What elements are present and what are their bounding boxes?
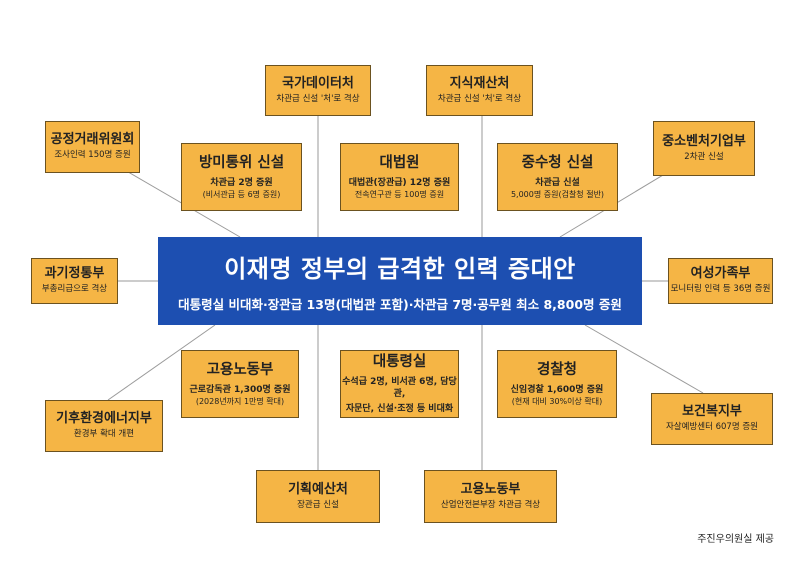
box-detail-2: 전속연구관 등 100명 증원 — [354, 189, 445, 199]
box-detail: 부총리급으로 격상 — [41, 284, 108, 295]
box-detail: 조사인력 150명 증원 — [54, 150, 131, 161]
box-detail: 대법관(장관급) 12명 증원 — [348, 177, 451, 188]
box-title: 보건복지부 — [682, 404, 742, 420]
box-detail: 자살예방센터 607명 증원 — [665, 422, 758, 433]
box-national-data: 국가데이터처 차관급 신설 '처'로 격상 — [265, 65, 371, 116]
box-title: 방미통위 신설 — [198, 154, 285, 171]
box-labor-inspectors: 고용노동부 근로감독관 1,300명 증원 (2028년까지 1만명 확대) — [181, 350, 299, 418]
box-title: 고용노동부 — [206, 361, 274, 378]
box-detail: 신임경찰 1,600명 증원 — [510, 384, 604, 395]
connector-line — [107, 324, 216, 401]
box-detail: 2차관 신설 — [684, 151, 724, 162]
box-detail-2: (2028년까지 1만명 확대) — [195, 396, 285, 406]
connector-line — [584, 324, 704, 394]
box-title: 과기정통부 — [44, 266, 105, 282]
box-welfare-ministry: 보건복지부 자살예방센터 607명 증원 — [651, 393, 773, 445]
box-detail-2: 자문단, 신설·조정 등 비대화 — [345, 403, 454, 414]
box-science-ministry: 과기정통부 부총리급으로 격상 — [31, 258, 118, 304]
headline-subtitle: 대통령실 비대화·장관급 13명(대법관 포함)·차관급 7명·공무원 최소 8… — [178, 297, 622, 312]
box-detail: 모니터링 인력 등 36명 증원 — [670, 284, 771, 295]
box-presidential-office: 대통령실 수석급 2명, 비서관 6명, 담당관, 자문단, 신설·조정 등 비… — [340, 350, 459, 418]
box-title: 중소벤처기업부 — [662, 133, 746, 149]
box-title: 기후환경에너지부 — [56, 411, 152, 427]
box-detail: 차관급 신설 '처'로 격상 — [437, 93, 522, 104]
source-credit: 주진우의원실 제공 — [697, 534, 774, 545]
box-title: 지식재산처 — [449, 75, 510, 91]
box-title: 기획예산처 — [288, 481, 348, 497]
box-detail-2: (비서관급 등 6명 증원) — [202, 189, 281, 199]
box-title: 여성가족부 — [690, 266, 751, 282]
box-detail: 환경부 확대 개편 — [73, 429, 135, 440]
box-detail: 장관급 신설 — [297, 499, 339, 510]
box-ip-office: 지식재산처 차관급 신설 '처'로 격상 — [426, 65, 533, 116]
box-sme-ministry: 중소벤처기업부 2차관 신설 — [653, 121, 755, 176]
box-ftc: 공정거래위원회 조사인력 150명 증원 — [45, 121, 140, 173]
box-title: 경찰청 — [536, 361, 578, 378]
box-detail: 산업안전본부장 차관급 격상 — [440, 499, 541, 510]
box-detail-2: (현재 대비 30%이상 확대) — [511, 396, 603, 406]
box-title: 고용노동부 — [460, 481, 521, 497]
box-title: 공정거래위원회 — [50, 132, 135, 148]
headline-title: 이재명 정부의 급격한 인력 증대안 — [224, 255, 576, 283]
box-detail: 차관급 2명 증원 — [210, 177, 273, 188]
center-headline-box: 이재명 정부의 급격한 인력 증대안 대통령실 비대화·장관급 13명(대법관 … — [158, 237, 642, 325]
box-supreme-court: 대법원 대법관(장관급) 12명 증원 전속연구관 등 100명 증원 — [340, 143, 459, 211]
box-budget-office: 기획예산처 장관급 신설 — [256, 470, 380, 523]
box-gender-ministry: 여성가족부 모니터링 인력 등 36명 증원 — [668, 258, 773, 304]
box-police: 경찰청 신임경찰 1,600명 증원 (현재 대비 30%이상 확대) — [497, 350, 617, 418]
box-detail-2: 5,000명 증원(검찰청 절반) — [510, 189, 605, 199]
box-title: 대통령실 — [372, 354, 427, 371]
box-detail: 차관급 신설 — [535, 177, 580, 188]
box-labor-safety: 고용노동부 산업안전본부장 차관급 격상 — [424, 470, 557, 523]
box-detail: 근로감독관 1,300명 증원 — [189, 384, 291, 395]
box-investigation-agency: 중수청 신설 차관급 신설 5,000명 증원(검찰청 절반) — [497, 143, 618, 211]
box-detail: 수석급 2명, 비서관 6명, 담당관, — [342, 377, 457, 400]
box-title: 국가데이터처 — [282, 75, 354, 91]
box-defense-commission: 방미통위 신설 차관급 2명 증원 (비서관급 등 6명 증원) — [181, 143, 302, 211]
box-title: 중수청 신설 — [521, 154, 594, 171]
box-detail: 차관급 신설 '처'로 격상 — [276, 93, 360, 104]
box-title: 대법원 — [379, 154, 420, 171]
box-climate-ministry: 기후환경에너지부 환경부 확대 개편 — [45, 400, 163, 452]
